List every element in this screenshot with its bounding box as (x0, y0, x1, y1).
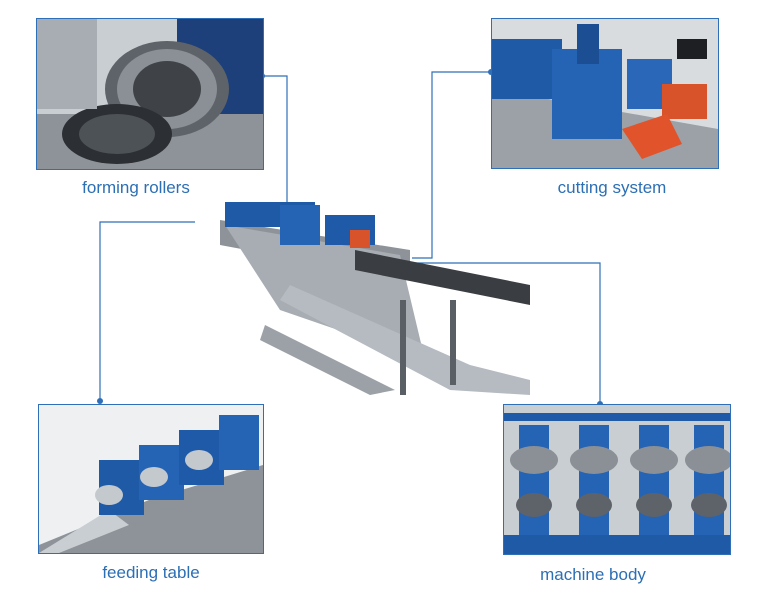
forming-rollers-photo (36, 18, 264, 170)
body-connector (375, 262, 601, 404)
cutting-system-caption: cutting system (557, 178, 667, 197)
feeding-table-caption: feeding table (102, 563, 200, 582)
cutting-connector (412, 71, 491, 259)
forming-connector (262, 75, 288, 208)
machine-body-caption: machine body (540, 565, 646, 584)
forming-rollers-caption: forming rollers (82, 178, 190, 197)
machine-body-photo (503, 404, 731, 555)
roll-forming-machine-image (170, 190, 540, 400)
feeding-connector (99, 221, 195, 401)
cutting-system-photo (491, 18, 719, 169)
feeding-table-photo (38, 404, 264, 554)
feeding-dot (97, 398, 103, 404)
